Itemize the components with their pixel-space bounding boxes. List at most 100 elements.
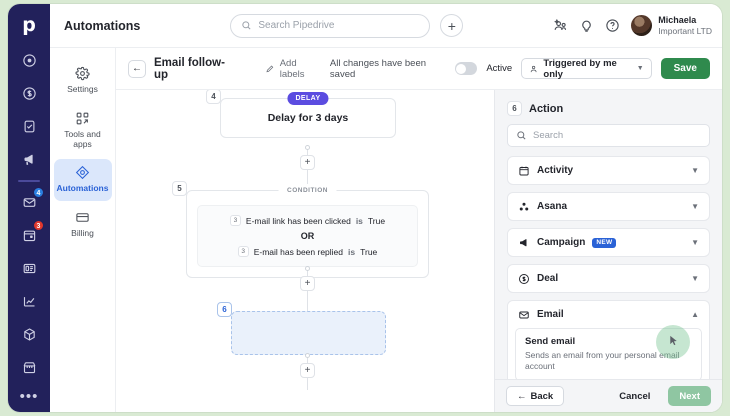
action-group-campaign[interactable]: Campaign NEW ▼ [507, 228, 710, 257]
action-option-desc: Sends an email from your personal email … [525, 350, 680, 372]
action-search-placeholder: Search [533, 130, 564, 141]
nav-item-tools-and-apps[interactable]: Tools and apps [54, 105, 112, 157]
billing-icon [76, 213, 89, 222]
action-group-deal[interactable]: Deal ▼ [507, 264, 710, 293]
cancel-button[interactable]: Cancel [608, 386, 661, 406]
action-panel-header: 6 Action [495, 90, 722, 124]
action-group-activity[interactable]: Activity ▼ [507, 156, 710, 185]
action-group-email-header[interactable]: Email ▲ [508, 301, 709, 328]
save-button[interactable]: Save [660, 58, 710, 79]
condition-row[interactable]: 3 E-mail has been replied is True [237, 246, 377, 257]
action-group-campaign-label: Campaign [537, 237, 586, 248]
action-group-activity-header[interactable]: Activity ▼ [508, 157, 709, 184]
sidebar-item-deals[interactable] [15, 79, 43, 107]
add-step-button-1[interactable]: + [300, 155, 315, 170]
action-search-input[interactable]: Search [507, 124, 710, 147]
sidebar-item-products[interactable] [15, 320, 43, 348]
sidebar-item-calendar[interactable]: 3 [15, 220, 44, 249]
flow-canvas[interactable]: 4 DELAY Delay for 3 days + [116, 90, 494, 412]
add-step-button-3[interactable]: + [300, 363, 315, 378]
top-bar-center: Search Pipedrive + [140, 13, 553, 38]
pipedrive-logo[interactable]: p [22, 14, 36, 36]
delay-node-card[interactable]: DELAY Delay for 3 days [220, 92, 396, 138]
action-group-email[interactable]: Email ▲ Send email Sends an email from y… [507, 300, 710, 379]
back-button[interactable]: ← Back [506, 386, 565, 406]
flow-node-placeholder[interactable]: 6 [217, 302, 386, 355]
action-group-deal-header[interactable]: Deal ▼ [508, 265, 709, 292]
user-org: Important LTD [658, 25, 712, 36]
action-panel-footer: ← Back Cancel Next [495, 379, 722, 412]
flow-node-delay[interactable]: 4 DELAY Delay for 3 days [206, 90, 396, 138]
back-arrow-icon: ← [517, 390, 527, 402]
add-labels-label: Add labels [279, 57, 305, 80]
action-option-send-email[interactable]: Send email Sends an email from your pers… [515, 328, 702, 379]
condition-field: E-mail link has been clicked [245, 215, 351, 226]
back-arrow-icon[interactable]: ← [128, 59, 146, 78]
sidebar-item-marketplace[interactable] [15, 353, 43, 381]
gear-icon [75, 66, 90, 81]
nav-item-settings[interactable]: Settings [54, 60, 112, 102]
action-group-asana-header[interactable]: Asana ▼ [508, 193, 709, 220]
add-step-button-2[interactable]: + [300, 276, 315, 291]
delay-node-title: Delay for 3 days [267, 112, 349, 124]
calendar-badge: 3 [33, 220, 44, 231]
search-icon [242, 21, 251, 30]
sidebar-more-icon[interactable]: ••• [19, 388, 39, 405]
action-panel: 6 Action Search Activity [494, 90, 722, 412]
condition-row[interactable]: 3 E-mail link has been clicked is True [229, 215, 386, 226]
pencil-icon [266, 64, 274, 72]
action-group-email-label: Email [537, 309, 564, 320]
save-status-text: All changes have been saved [329, 57, 427, 80]
condition-body: 3 E-mail link has been clicked is True O… [197, 205, 418, 267]
nav-item-automations[interactable]: Automations [53, 159, 112, 202]
sidebar-item-campaigns[interactable] [15, 145, 43, 173]
user-name: Michaela [658, 14, 697, 25]
chevron-down-icon: ▼ [691, 166, 699, 175]
condition-node-card[interactable]: CONDITION 3 E-mail link has been clicked… [186, 184, 429, 278]
condition-operator: is [355, 215, 363, 226]
sidebar-item-leads[interactable] [15, 46, 43, 74]
sidebar-item-projects[interactable] [15, 254, 43, 282]
action-panel-step-number: 6 [507, 101, 522, 116]
nav-label-billing: Billing [71, 228, 94, 239]
settings-nav: Settings Tools and apps Automations Bill… [50, 48, 116, 412]
trigger-scope-label: Triggered by me only [543, 57, 617, 80]
condition-value: True [367, 215, 386, 226]
quick-add-button[interactable]: + [440, 14, 464, 37]
avatar [631, 15, 653, 36]
next-button[interactable]: Next [668, 386, 711, 406]
action-group-activity-label: Activity [537, 165, 574, 176]
invite-users-icon[interactable] [553, 18, 568, 33]
chevron-up-icon: ▲ [691, 310, 699, 319]
top-bar-right: Michaela Important LTD [553, 15, 712, 37]
user-menu[interactable]: Michaela Important LTD [631, 15, 712, 37]
action-group-campaign-header[interactable]: Campaign NEW ▼ [508, 229, 709, 256]
deal-icon [519, 273, 529, 284]
chevron-down-icon: ▼ [691, 274, 699, 283]
connector-dot-6 [305, 353, 310, 358]
condition-operator: is [348, 246, 356, 257]
canvas-row: 4 DELAY Delay for 3 days + [116, 90, 722, 412]
flow-title: Email follow-up [154, 56, 225, 81]
nav-label-settings: Settings [67, 84, 98, 94]
sidebar-item-activities[interactable] [15, 112, 43, 140]
flow-node-condition[interactable]: 5 CONDITION 3 E-mail link has been click… [172, 181, 429, 278]
trigger-scope-select[interactable]: Triggered by me only ▼ [521, 57, 652, 80]
action-group-email-body: Send email Sends an email from your pers… [508, 328, 709, 379]
node-number-6: 6 [217, 302, 232, 317]
action-group-deal-label: Deal [537, 273, 559, 284]
user-labels: Michaela Important LTD [658, 15, 712, 37]
sidebar-item-insights[interactable] [15, 287, 43, 315]
nav-item-billing[interactable]: Billing [54, 204, 112, 246]
sidebar-item-mail[interactable]: 4 [15, 187, 44, 216]
global-search-input[interactable]: Search Pipedrive [230, 13, 431, 38]
chevron-down-icon: ▼ [691, 202, 699, 211]
cursor-pointer-icon [670, 335, 677, 346]
back-button-label: Back [530, 390, 554, 402]
placeholder-node-card[interactable]: 6 [217, 302, 386, 355]
action-group-asana[interactable]: Asana ▼ [507, 192, 710, 221]
lightbulb-icon[interactable] [579, 18, 594, 33]
help-icon[interactable] [605, 18, 620, 33]
add-labels-button[interactable]: Add labels [265, 58, 322, 80]
active-toggle[interactable] [454, 62, 478, 75]
